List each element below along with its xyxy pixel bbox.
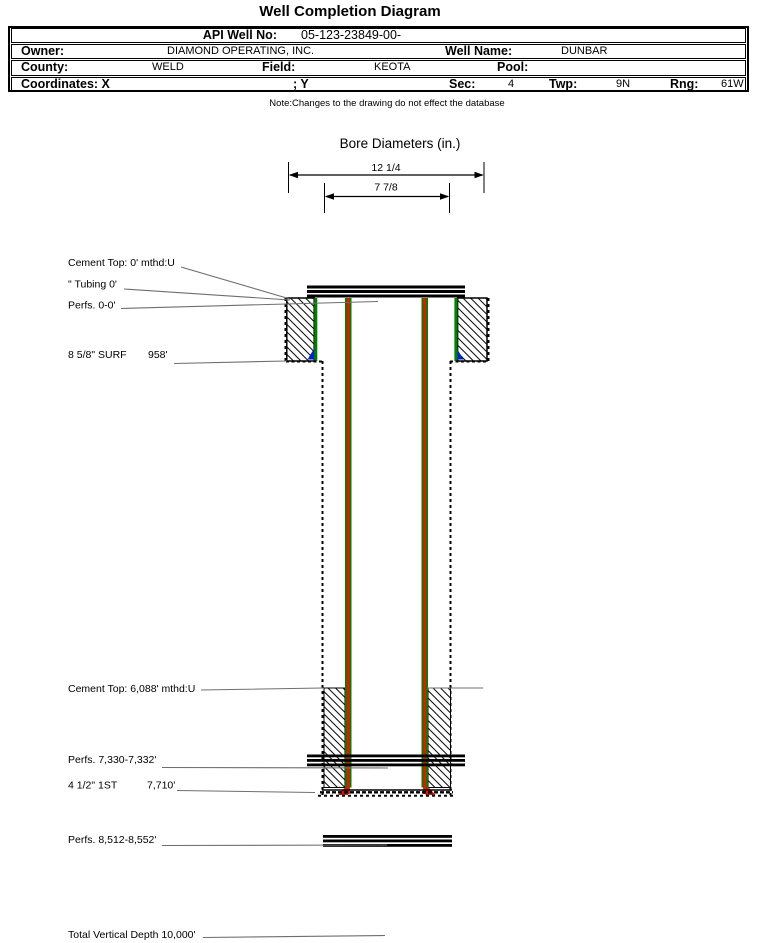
leader-perfs-middle xyxy=(161,766,389,769)
well-name-label: Well Name: xyxy=(445,44,513,58)
leader-cement-top-production xyxy=(200,687,483,691)
owner-value: DIAMOND OPERATING, INC. xyxy=(167,45,315,57)
surface-perforation-bars xyxy=(307,285,465,298)
left-arrow-icon xyxy=(288,171,298,179)
outer-diameter-extension-ticks xyxy=(288,162,485,193)
twp-value: 9N xyxy=(616,78,631,90)
inner-diameter-label: 7 7/8 xyxy=(374,182,398,194)
page-title: Well Completion Diagram xyxy=(259,3,441,20)
lower-perforation-bars xyxy=(323,835,452,847)
leader-surface-casing xyxy=(173,360,288,365)
leader-cement-top-surface xyxy=(180,266,291,300)
leader-production-casing xyxy=(176,789,316,794)
owner-row: Owner: DIAMOND OPERATING, INC. Well Name… xyxy=(11,44,746,59)
coordinates-label: Coordinates: X xyxy=(21,77,110,91)
sec-label: Sec: xyxy=(449,77,476,91)
surface-cement-right xyxy=(456,297,488,362)
leader-tubing xyxy=(123,288,291,301)
label-perfs-surface: Perfs. 0-0' xyxy=(68,300,116,312)
leader-perfs-lower xyxy=(161,844,388,847)
right-arrow-icon xyxy=(440,193,450,200)
production-casing-right-line xyxy=(423,298,427,794)
leader-perfs-surface xyxy=(120,300,379,310)
bore-diameters-title: Bore Diameters (in.) xyxy=(340,136,461,151)
api-row: API Well No: 05-123-23849-00- xyxy=(11,28,746,43)
production-cement-left xyxy=(323,687,346,788)
county-value: WELD xyxy=(152,61,184,73)
label-production-casing-depth: 7,710' xyxy=(147,780,175,792)
middle-perforation-bars xyxy=(307,754,465,767)
surface-casing-left-line xyxy=(314,298,318,361)
label-perfs-middle: Perfs. 7,330-7,332' xyxy=(68,754,156,766)
label-cement-top-surface: Cement Top: 0' mthd:U xyxy=(68,257,175,269)
surface-cement-left xyxy=(286,297,315,362)
owner-label: Owner: xyxy=(21,44,65,58)
label-perfs-lower: Perfs. 8,512-8,552' xyxy=(68,834,156,846)
well-name-value: DUNBAR xyxy=(561,45,608,57)
label-cement-top-production: Cement Top: 6,088' mthd:U xyxy=(68,683,195,695)
api-value: 05-123-23849-00- xyxy=(301,28,402,42)
rng-label: Rng: xyxy=(670,77,699,91)
field-label: Field: xyxy=(262,60,296,74)
coordinates-row: Coordinates: X ; Y Sec: 4 Twp: 9N Rng: 6… xyxy=(11,77,746,91)
twp-label: Twp: xyxy=(549,77,578,91)
label-total-depth: Total Vertical Depth 10,000' xyxy=(68,929,196,941)
label-surface-casing-depth: 958' xyxy=(148,349,168,361)
header-table: API Well No: 05-123-23849-00- Owner: DIA… xyxy=(8,26,749,92)
surface-borehole-wall xyxy=(284,298,490,362)
label-production-casing: 4 1/2" 1ST xyxy=(68,780,118,792)
label-tubing: " Tubing 0' xyxy=(68,279,117,291)
pool-label: Pool: xyxy=(497,60,529,74)
field-value: KEOTA xyxy=(374,61,411,73)
inner-diameter-extension-ticks xyxy=(324,183,450,213)
production-casing-left-line xyxy=(346,298,350,794)
right-arrow-icon xyxy=(474,171,484,179)
county-row: County: WELD Field: KEOTA Pool: xyxy=(11,60,746,76)
production-cement-right xyxy=(427,687,451,788)
leader-total-depth xyxy=(202,934,386,939)
coordinates-y-label: ; Y xyxy=(293,77,309,91)
left-arrow-icon xyxy=(324,193,334,200)
api-label: API Well No: xyxy=(202,28,277,42)
label-surface-casing: 8 5/8" SURF xyxy=(68,349,127,361)
outer-diameter-label: 12 1/4 xyxy=(371,162,400,174)
county-label: County: xyxy=(21,60,69,74)
sec-value: 4 xyxy=(508,78,515,90)
database-note: Note:Changes to the drawing do not effec… xyxy=(269,98,505,109)
surface-casing-right-line xyxy=(454,298,458,361)
rng-value: 61W xyxy=(721,78,744,90)
